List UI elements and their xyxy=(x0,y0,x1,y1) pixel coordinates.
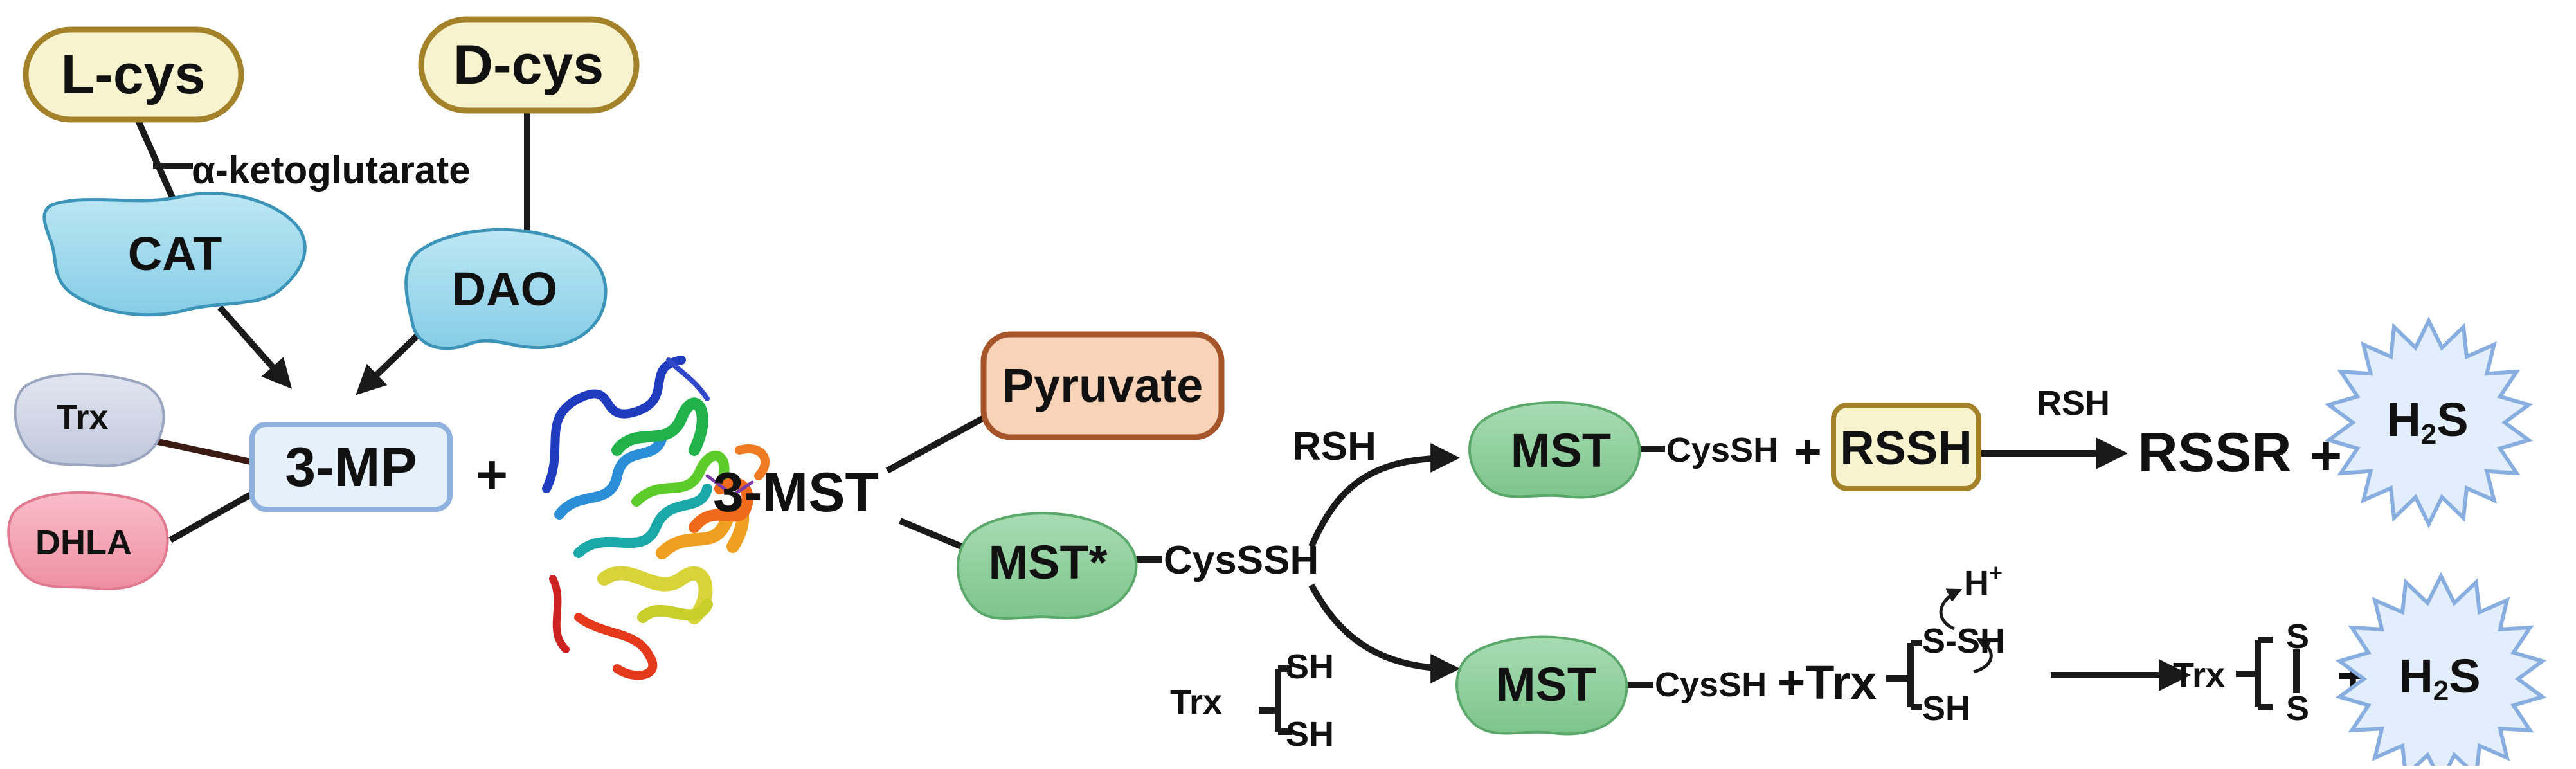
rssh-label: RSSH xyxy=(1840,421,1972,475)
h2s-upper-h: H xyxy=(2386,393,2420,446)
3-mp-node xyxy=(249,422,453,512)
l-cys-node xyxy=(23,26,244,123)
plus-trx-label: +Trx xyxy=(1778,656,1877,709)
trx-sh-bottom: SH xyxy=(1286,715,1334,754)
cysssh-label: CysSSH xyxy=(1164,538,1319,583)
trx-disulfide-bracket xyxy=(2236,637,2273,710)
cyssh-lower-label: CysSH xyxy=(1655,665,1767,704)
alpha-ketoglutarate-label: α-ketoglutarate xyxy=(192,149,471,192)
pyruvate-label: Pyruvate xyxy=(1002,359,1203,412)
trx-persulfide-bracket xyxy=(1886,640,1922,710)
h-plus-sup: + xyxy=(1989,559,2003,586)
h2s-upper-burst-shape xyxy=(2324,316,2534,529)
trx-left-label: Trx xyxy=(56,398,108,437)
trx-dithiol-bracket xyxy=(1259,665,1292,735)
dhla-label: DHLA xyxy=(35,523,132,562)
pyruvate-node xyxy=(980,331,1225,440)
h2s-upper-sub: 2 xyxy=(2421,419,2436,450)
cyssh-upper-label: CysSH xyxy=(1666,431,1778,469)
upper-branch-arrow xyxy=(1308,443,1461,548)
mst-star-blob xyxy=(957,512,1138,620)
dhla-blob xyxy=(7,491,169,590)
trx-disulfide-label: Trx xyxy=(2173,656,2225,694)
dao-enzyme-blob xyxy=(404,228,608,350)
trx-left-blob xyxy=(14,372,165,467)
h2s-upper-s: S xyxy=(2436,393,2468,446)
disulfide-s-bottom: S xyxy=(2286,689,2309,728)
3mst-to-pyruvate-line xyxy=(885,415,986,474)
plus-upper-1: + xyxy=(1794,425,1821,478)
h2s-lower-s: S xyxy=(2449,649,2480,703)
rssr-label: RSSR xyxy=(2138,422,2292,484)
s-sh-label: S-SH xyxy=(1922,622,2005,660)
mst-upper-blob xyxy=(1468,401,1641,499)
mst-lower-label: MST xyxy=(1496,658,1596,711)
h2s-upper-burst: H2S xyxy=(2324,316,2534,529)
h-plus-label: H+ xyxy=(1964,559,2003,602)
h2s-lower-h: H xyxy=(2399,649,2433,703)
disulfide-s-top: S xyxy=(2286,617,2309,656)
dao-label: DAO xyxy=(452,262,557,316)
cat-label: CAT xyxy=(128,227,222,280)
h2s-lower-label: H2S xyxy=(2399,649,2480,707)
cat-enzyme-blob xyxy=(42,192,307,317)
proton-release-curved-arrow xyxy=(1939,588,1963,631)
l-cys-label: L-cys xyxy=(61,44,206,105)
d-cys-node xyxy=(418,16,640,114)
h-plus-h: H xyxy=(1964,564,1989,602)
3-mst-label: 3-MST xyxy=(713,462,879,523)
h2s-lower-burst-shape xyxy=(2335,572,2547,769)
lower-branch-arrow xyxy=(1308,583,1461,683)
rsh-upper-label: RSH xyxy=(1292,424,1376,469)
dhla-to-3mp-line xyxy=(168,491,254,543)
trx-sh-top: SH xyxy=(1286,647,1334,686)
3-mp-label: 3-MP xyxy=(285,437,417,498)
h2s-lower-sub: 2 xyxy=(2433,675,2449,707)
mst-lower-blob xyxy=(1455,635,1628,736)
mst-upper-label: MST xyxy=(1511,424,1611,477)
cat-to-3mp-arrow xyxy=(217,305,293,389)
sh-lower-label: SH xyxy=(1922,689,1970,728)
h2s-upper-label: H2S xyxy=(2386,393,2468,450)
3-mst-protein-structure-image xyxy=(542,356,770,680)
mst-star-label: MST* xyxy=(989,536,1108,589)
rsh-arrow-label: RSH xyxy=(2037,384,2110,422)
h2s-lower-burst: H2S xyxy=(2335,572,2547,769)
rssh-node xyxy=(1831,403,1981,491)
plus-main: + xyxy=(476,444,508,506)
trx-dithiol-label: Trx xyxy=(1170,683,1222,721)
d-cys-label: D-cys xyxy=(453,34,604,96)
sulfur-attack-curved-arrow xyxy=(1973,638,1993,674)
